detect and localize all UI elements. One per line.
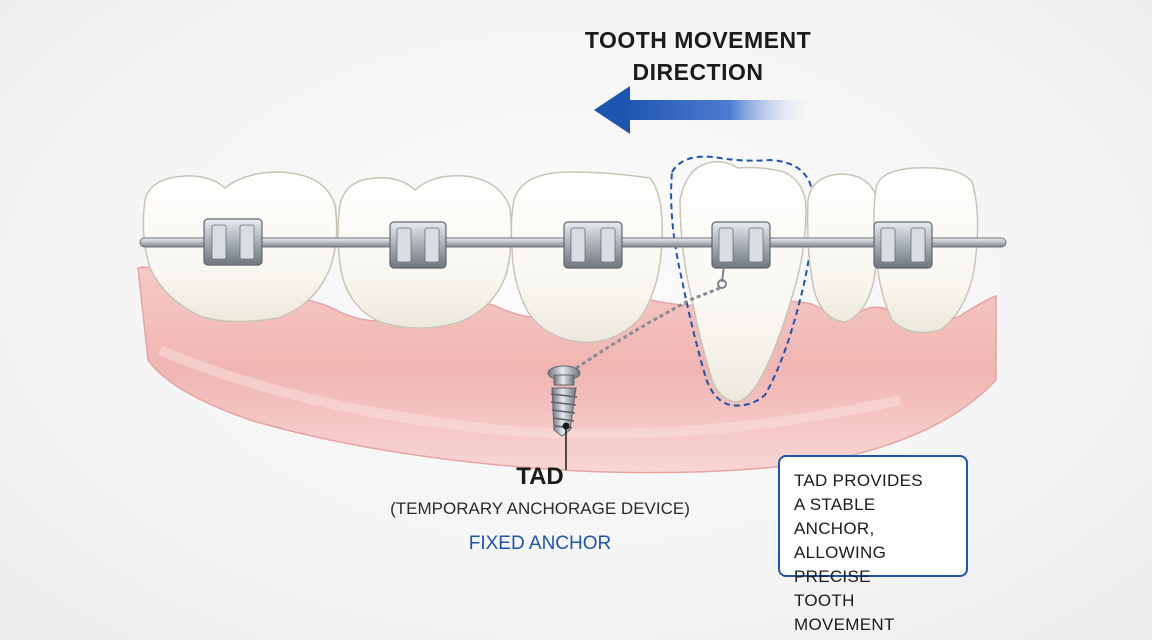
info-line-3: ALLOWING PRECISE xyxy=(794,543,887,586)
info-line-1: TAD PROVIDES xyxy=(794,471,923,490)
tad-pointer xyxy=(562,422,570,470)
bracket-1 xyxy=(203,218,263,266)
bracket-3 xyxy=(563,221,623,269)
tad-fixed-anchor-label: FIXED ANCHOR xyxy=(468,533,612,554)
tad-name: TAD xyxy=(516,463,564,490)
direction-title-line-1: TOOTH MOVEMENT xyxy=(584,27,812,53)
canine-tooth xyxy=(679,161,807,403)
info-line-4: TOOTH MOVEMENT xyxy=(794,591,895,634)
tad-label: TAD (TEMPORARY ANCHORAGE DEVICE) FIXED A… xyxy=(380,462,700,556)
bracket-2 xyxy=(389,221,447,269)
incisor-tooth-1 xyxy=(806,173,879,323)
movement-outline xyxy=(670,155,814,407)
direction-arrow xyxy=(594,86,818,134)
direction-title-line-2: DIRECTION xyxy=(632,59,764,85)
tad-screw xyxy=(547,365,581,437)
power-chain xyxy=(569,265,727,374)
tad-full-name: (TEMPORARY ANCHORAGE DEVICE) xyxy=(390,499,690,518)
info-callout-box: TAD PROVIDES A STABLE ANCHOR, ALLOWING P… xyxy=(778,455,968,634)
info-line-2: A STABLE ANCHOR, xyxy=(794,495,876,538)
bracket-5 xyxy=(873,221,933,269)
tooth-movement-direction-title: TOOTH MOVEMENT DIRECTION xyxy=(560,24,836,88)
bracket-4 xyxy=(711,221,771,269)
